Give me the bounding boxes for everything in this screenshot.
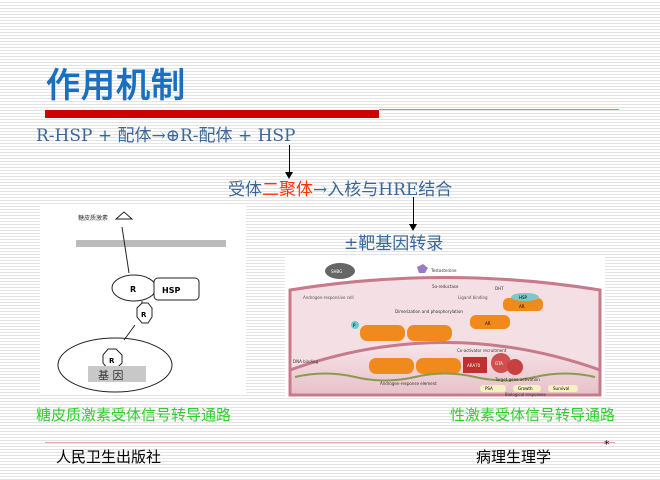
receptor-label: R (109, 357, 115, 365)
gta-shape (507, 359, 523, 375)
psa-label: PSA (485, 386, 493, 391)
equation-line-1: R-HSP + 配体→⊕R-配体 + HSP (36, 126, 296, 146)
arrow-down-2 (413, 197, 414, 225)
footer-mark: * (604, 438, 610, 451)
ara70-shape (463, 357, 487, 373)
equation-dimer-highlight: 二聚体 (262, 180, 313, 200)
dimerization-label: Dimerization and phosphorylation (395, 309, 463, 314)
title-accent-bar (45, 110, 379, 118)
ar-label: AR (485, 321, 491, 326)
hormone-triangle-icon (114, 211, 134, 220)
footer-subject: 病理生理学 (476, 448, 552, 466)
are-label: Androgen-response element (380, 381, 437, 386)
cell-label: Androgen-responsive cell (303, 295, 354, 300)
gene-box (88, 366, 146, 382)
shbg-shape (325, 263, 355, 279)
hsp-box (153, 277, 200, 301)
hormone-label: 糖皮质激素 (78, 214, 108, 222)
arrow-line (123, 324, 136, 341)
hsp-label: HSP (162, 286, 180, 295)
androgen-pathway-figure: SHBG Testosterone 5α-reductase DHT Andro… (285, 255, 605, 397)
growth-label: Growth (518, 386, 533, 391)
testosterone-label: Testosterone (430, 268, 457, 273)
dna-strand (294, 372, 596, 382)
biological-responses-label: Biological responses (505, 392, 546, 397)
caption-glucocorticoid: 糖皮质激素受体信号转导通路 (36, 406, 232, 424)
ar-dimer-right (407, 325, 452, 341)
equation-receptor: 受体 (228, 180, 262, 200)
slide-title: 作用机制 (46, 66, 186, 106)
hsp-label: HSP (519, 295, 528, 300)
ligand-binding-label: Ligand binding (458, 295, 488, 300)
ar-hsp-complex (503, 298, 543, 311)
footer-divider (45, 442, 615, 443)
survival-label: Survival (553, 386, 569, 391)
cell-membrane (76, 240, 226, 247)
gene-label: 基 因 (98, 369, 124, 382)
receptor-label: R (130, 285, 136, 294)
phosphate-label: P (353, 323, 356, 328)
ara70-label: ARA70 (467, 363, 481, 368)
footer-publisher: 人民卫生出版社 (56, 448, 162, 466)
caption-sex-hormone: 性激素受体信号转导通路 (450, 406, 616, 424)
receptor-label: R (141, 311, 147, 319)
dht-label: DHT (495, 286, 504, 291)
arrow-down-1 (289, 145, 290, 173)
gta-shape (491, 353, 511, 373)
survival-badge (548, 385, 578, 392)
reductase-label: 5α-reductase (432, 284, 459, 289)
equation-nuclear-binding: →入核与HRE结合 (313, 180, 453, 200)
coactivator-label: Co-activator recruitment (457, 348, 507, 353)
title-divider-line (379, 109, 619, 110)
target-gene-label: Target gene activation (494, 377, 540, 382)
shbg-label: SHBG (331, 269, 342, 274)
glucocorticoid-pathway-figure: 糖皮质激素 R HSP R R 基 因 (40, 205, 246, 395)
dna-binding-label: DNA binding (293, 359, 318, 364)
activated-receptor-shape (136, 302, 153, 324)
gta-label: GTA (495, 361, 503, 366)
phosphate-icon (351, 321, 359, 329)
ar-dimer-left (360, 325, 405, 341)
ar-label: AR (519, 304, 525, 309)
arrowhead-icon (285, 172, 293, 179)
growth-badge (513, 385, 541, 392)
ar-dna-left (369, 358, 414, 374)
ar-dna-right (416, 358, 461, 374)
arrowhead-icon (409, 224, 417, 231)
equation-line-3: ±靶基因转录 (344, 234, 444, 254)
ar-ligand-complex (470, 315, 510, 329)
equation-line-2: 受体二聚体→入核与HRE结合 (228, 175, 452, 200)
arrow-line (121, 226, 130, 274)
psa-badge (480, 385, 506, 392)
hsp-shape (511, 293, 539, 301)
testosterone-icon (417, 264, 428, 273)
